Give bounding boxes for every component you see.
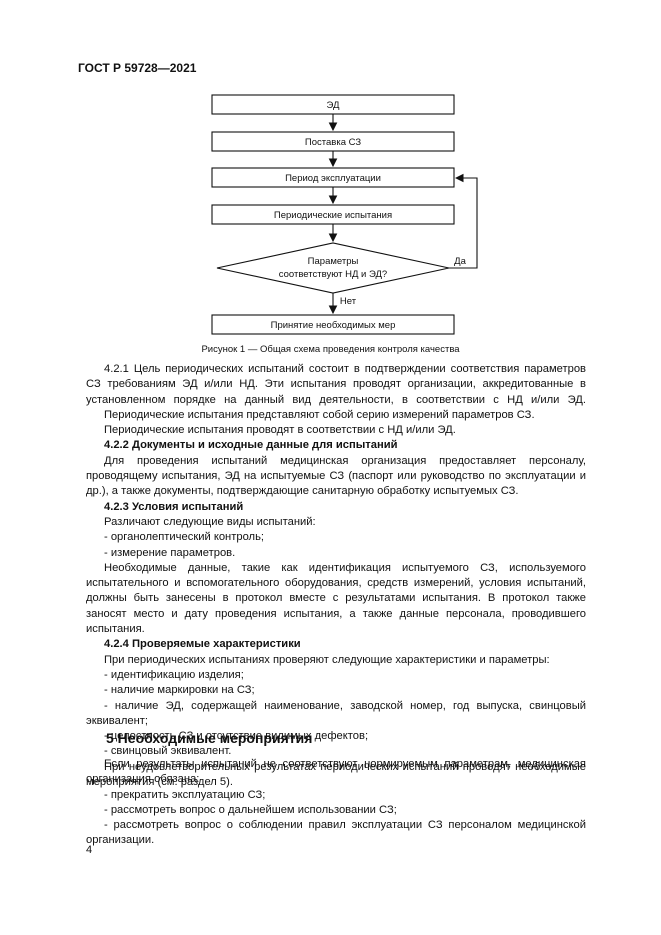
list-item: - рассмотреть вопрос о дальнейшем исполь… [104, 803, 397, 816]
decision-diamond [216, 242, 450, 294]
paragraph: При неудовлетворительных результатах пер… [86, 760, 586, 789]
box-delivery-label: Поставка СЗ [305, 137, 361, 148]
heading-4-2-2: 4.2.2 Документы и исходные данные для ис… [104, 439, 398, 452]
heading-4-2-3: 4.2.3 Условия испытаний [104, 500, 244, 513]
paragraph: Периодические испытания проводят в соотв… [104, 424, 456, 437]
no-label: Нет [340, 296, 357, 307]
quality-control-flowchart: ЭД Поставка СЗ Период эксплуатации Перио… [211, 94, 478, 335]
decision-label-line2: соответствуют НД и ЭД? [279, 269, 387, 280]
paragraph: Для проведения испытаний медицинская орг… [86, 454, 586, 498]
paragraph: Необходимые данные, такие как идентифика… [86, 561, 586, 636]
list-item: - наличие маркировки на СЗ; [104, 684, 255, 697]
box-periodic-tests-label: Периодические испытания [274, 210, 392, 221]
list-item: - прекратить эксплуатацию СЗ; [104, 788, 266, 801]
list-item: - органолептический контроль; [104, 531, 265, 544]
box-measures [211, 314, 455, 335]
yes-label: Да [454, 256, 466, 267]
box-ed-label: ЭД [327, 100, 341, 111]
figure-caption: Рисунок 1 — Общая схема проведения контр… [201, 344, 460, 355]
list-item: - наличие ЭД, содержащей наименование, з… [86, 699, 586, 727]
list-item: - рассмотреть вопрос о соблюдении правил… [86, 819, 586, 847]
list-item: - измерение параметров. [104, 546, 236, 559]
paragraph: 4.2.1 Цель периодических испытаний состо… [86, 363, 586, 406]
box-operation-label: Период эксплуатации [285, 173, 381, 184]
document-header: ГОСТ Р 59728—2021 [78, 61, 197, 75]
heading-4-2-4: 4.2.4 Проверяемые характеристики [104, 638, 301, 651]
decision-label-line1: Параметры [308, 256, 359, 267]
paragraph: Если результаты испытаний не соответству… [86, 758, 586, 786]
list-item: - свинцовый эквивалент. [104, 745, 232, 758]
list-item: - идентификацию изделия; [104, 668, 244, 681]
list-item: - целостность СЗ и отсутствие видимых де… [104, 730, 369, 743]
paragraph: Различают следующие виды испытаний: [104, 515, 316, 528]
section-5-title: 5 Необходимые мероприятия [106, 730, 313, 746]
paragraph: Периодические испытания представляют соб… [104, 408, 535, 421]
paragraph: При периодических испытаниях проверяют с… [104, 653, 550, 666]
section-4-2-body: 4.2.1 Цель периодических испытаний состо… [86, 362, 586, 790]
box-measures-label: Принятие необходимых мер [271, 320, 396, 331]
section-5-body: Если результаты испытаний не соответству… [86, 757, 586, 849]
page-number: 4 [86, 844, 93, 856]
